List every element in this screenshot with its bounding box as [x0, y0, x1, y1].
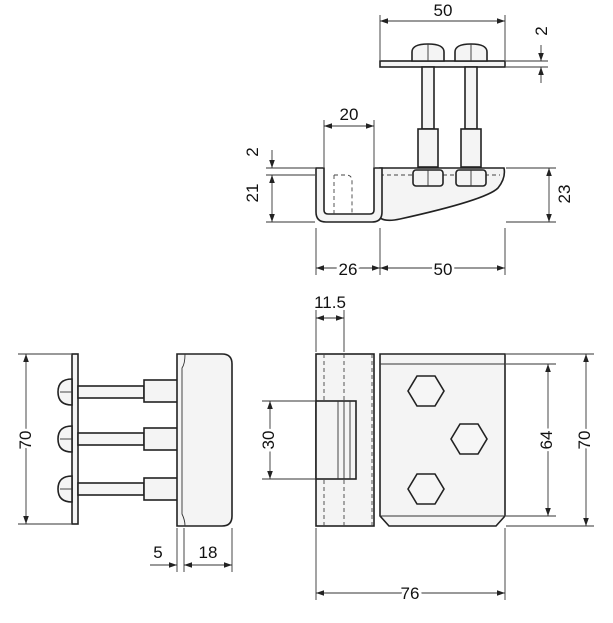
side-plate — [71, 353, 79, 525]
dim-channel-wall: 2 — [243, 147, 262, 156]
dim-channel-height: 21 — [243, 184, 262, 203]
dim-front-slot: 30 — [259, 431, 278, 450]
dim-channel-width: 20 — [340, 105, 359, 124]
side-bolt-3 — [57, 475, 179, 503]
dim-top-width: 50 — [434, 1, 453, 20]
dim-side-height: 70 — [16, 431, 35, 450]
dim-front-inner: 64 — [537, 431, 556, 450]
side-bolt-2 — [57, 425, 179, 453]
dim-base-left: 26 — [339, 260, 358, 279]
bolt-sleeve-right — [460, 128, 482, 168]
bolt-sleeve-left — [417, 128, 439, 168]
dim-arm-height: 23 — [555, 185, 574, 204]
bolt-shank-right — [464, 66, 478, 130]
dim-front-height: 70 — [575, 431, 594, 450]
dim-top-plate-thickness: 2 — [532, 26, 551, 35]
side-body — [176, 353, 233, 527]
top-view — [315, 43, 506, 223]
front-slot — [315, 400, 357, 480]
hex-nut-bottom — [407, 473, 445, 505]
bolt-shank-left — [421, 66, 435, 130]
top-view-dimensions: 50 2 20 2 21 23 26 50 — [243, 1, 574, 282]
side-view-dimensions: 70 5 18 — [14, 353, 233, 572]
side-bolt-1 — [57, 378, 179, 406]
front-view-dimensions: 11.5 30 64 70 76 — [257, 293, 597, 606]
u-channel — [315, 167, 383, 223]
front-view — [315, 353, 506, 527]
dim-front-width: 76 — [401, 584, 420, 603]
dim-side-body: 18 — [199, 543, 218, 562]
dim-slot-offset: 11.5 — [314, 293, 346, 312]
side-view — [57, 353, 233, 527]
dim-base-right: 50 — [434, 260, 453, 279]
hex-nut-top — [407, 375, 445, 407]
hex-nut-middle — [450, 423, 488, 455]
dim-side-plate: 5 — [153, 543, 162, 562]
top-plate — [379, 60, 506, 68]
